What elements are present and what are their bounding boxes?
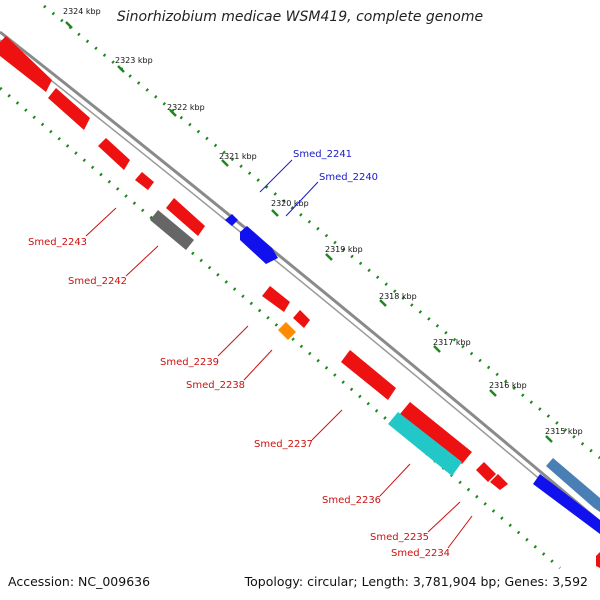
gene-red-large[interactable] [400, 402, 472, 464]
leader-smed-2239 [217, 325, 249, 357]
gene-smed-2237[interactable] [341, 350, 396, 400]
gene-label-smed-2238[interactable]: Smed_2238 [186, 380, 245, 391]
tick-mark [489, 389, 497, 397]
leader-smed-2236 [379, 463, 411, 497]
major-ticks [65, 21, 553, 443]
outer-tick-track [43, 4, 600, 460]
leader-smed-2241 [259, 159, 293, 193]
tick-mark [325, 253, 333, 261]
leader-smed-2237 [311, 409, 343, 441]
accession-text: Accession: NC_009636 [8, 574, 151, 589]
tick-label: 2320 kbp [271, 199, 309, 208]
gene-red-small[interactable] [293, 310, 310, 328]
gene-smed-2238[interactable] [278, 322, 296, 340]
tick-label: 2321 kbp [219, 152, 257, 161]
tick-mark [379, 299, 387, 307]
tick-label: 2315 kbp [545, 427, 583, 436]
gene-label-smed-2241[interactable]: Smed_2241 [293, 149, 352, 160]
gene-smed-2241[interactable] [225, 214, 238, 226]
gene-blue-edge[interactable] [533, 474, 600, 534]
genome-backbone [0, 30, 600, 524]
gene-red-edge[interactable] [596, 552, 600, 568]
tick-label: 2318 kbp [379, 292, 417, 301]
tick-label: 2324 kbp [63, 7, 101, 16]
leader-smed-2238 [243, 349, 273, 381]
leader-smed-2243 [85, 207, 117, 237]
leader-smed-2240 [285, 181, 319, 217]
gene-smed-2240[interactable] [240, 226, 278, 264]
gene-smed-2242[interactable] [150, 210, 194, 250]
gene-red-3[interactable] [98, 138, 130, 170]
inner-tick-track [0, 86, 561, 570]
tick-mark [545, 435, 553, 443]
gene-label-smed-2235[interactable]: Smed_2235 [370, 532, 429, 543]
gene-label-smed-2239[interactable]: Smed_2239 [160, 357, 219, 368]
gene-smed-2239[interactable] [262, 286, 290, 312]
map-title: Sinorhizobium medicae WSM419, complete g… [116, 9, 484, 25]
gene-label-smed-2234[interactable]: Smed_2234 [391, 548, 450, 559]
gene-red-4[interactable] [135, 172, 154, 190]
tick-label: 2322 kbp [167, 103, 205, 112]
label-leaders [85, 159, 473, 549]
tick-mark [271, 209, 279, 217]
gene-label-smed-2240[interactable]: Smed_2240 [319, 172, 378, 183]
gene-label-smed-2236[interactable]: Smed_2236 [322, 495, 381, 506]
genome-backbone-inner [0, 39, 600, 531]
gene-label-smed-2237[interactable]: Smed_2237 [254, 439, 313, 450]
gene-label-smed-2242[interactable]: Smed_2242 [68, 276, 127, 287]
gene-steel-blue[interactable] [546, 458, 600, 512]
gene-red-1[interactable] [0, 36, 52, 92]
leader-smed-2235 [427, 501, 461, 533]
tick-mark [65, 21, 73, 29]
topology-text: Topology: circular; Length: 3,781,904 bp… [244, 574, 588, 589]
gene-smed-2236[interactable] [388, 412, 462, 476]
tick-mark [117, 65, 125, 73]
tick-mark [169, 109, 177, 117]
gene-smed-2243[interactable] [166, 198, 205, 236]
tick-label: 2316 kbp [489, 381, 527, 390]
gene-smed-2234[interactable] [490, 474, 508, 490]
leader-smed-2234 [447, 515, 473, 549]
tick-mark [433, 345, 441, 353]
tick-label: 2319 kbp [325, 245, 363, 254]
tick-mark [221, 159, 229, 167]
gene-smed-2235[interactable] [476, 462, 496, 482]
tick-label: 2317 kbp [433, 338, 471, 347]
tick-label: 2323 kbp [115, 56, 153, 65]
gene-label-smed-2243[interactable]: Smed_2243 [28, 237, 87, 248]
leader-smed-2242 [125, 245, 159, 277]
gene-red-2[interactable] [48, 88, 90, 130]
